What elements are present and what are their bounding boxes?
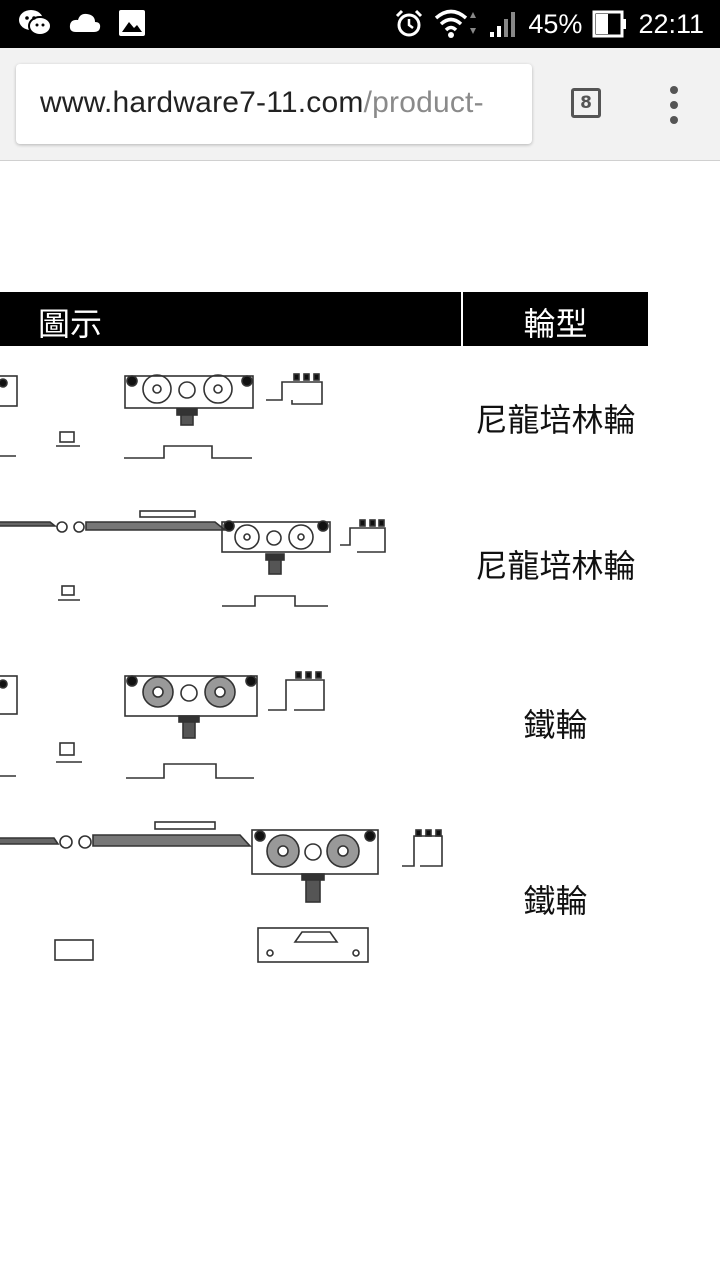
tab-switcher-button[interactable]: 8 [571, 88, 601, 118]
url-text[interactable]: www.hardware7-11.com/product- [40, 86, 484, 120]
battery-percent: 45% [528, 8, 583, 39]
signal-icon [490, 12, 516, 37]
header-diagram: 圖示 [38, 305, 103, 343]
row-4-wheel-type: 鐵輪 [523, 882, 588, 920]
tab-count: 8 [580, 93, 592, 113]
row-2-diagram [0, 510, 386, 607]
clock: 22:11 [638, 8, 704, 39]
url-path: /product- [363, 86, 484, 119]
header-divider [461, 292, 463, 346]
image-icon [119, 10, 145, 36]
header-wheel-type: 輪型 [523, 305, 588, 343]
wifi-icon [435, 9, 477, 38]
alarm-icon [396, 9, 423, 37]
system-status: 45% 22:11 [394, 0, 704, 48]
cloud-icon [69, 13, 101, 32]
wechat-icon [19, 10, 52, 36]
row-2-wheel-type: 尼龍培林輪 [475, 547, 636, 585]
overflow-menu-icon[interactable] [664, 86, 684, 126]
row-3-diagram [0, 671, 325, 779]
url-domain: www.hardware7-11.com [40, 86, 364, 119]
battery-icon [592, 10, 627, 38]
row-1-diagram [0, 373, 323, 459]
row-1-wheel-type: 尼龍培林輪 [475, 401, 636, 439]
notification-icons [18, 8, 146, 38]
browser-toolbar: www.hardware7-11.com/product- 8 [0, 48, 720, 161]
row-3-wheel-type: 鐵輪 [523, 706, 588, 744]
table-header: 圖示 輪型 [0, 292, 648, 346]
status-bar: 45% 22:11 [0, 0, 720, 48]
row-4-diagram [0, 821, 443, 963]
address-bar[interactable]: www.hardware7-11.com/product- [16, 64, 532, 144]
product-diagrams [0, 373, 443, 963]
